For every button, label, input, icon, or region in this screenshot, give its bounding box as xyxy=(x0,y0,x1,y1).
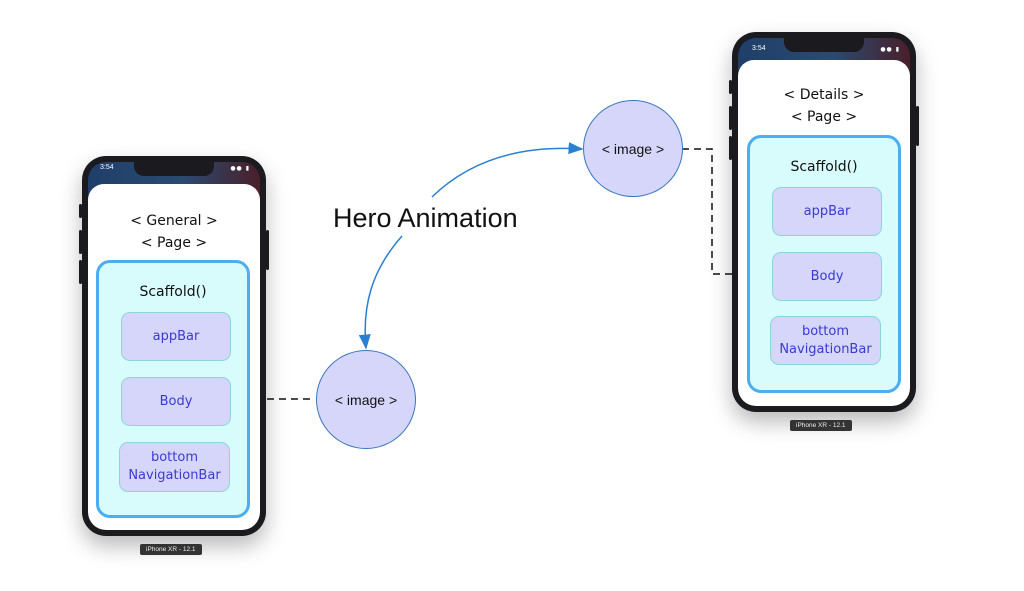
right-phone-power-button xyxy=(916,106,919,146)
left-scaffold: Scaffold() appBar Body bottom Navigation… xyxy=(96,260,250,518)
left-status-time: 3:54 xyxy=(100,164,114,171)
left-bottom-navigation-box: bottom NavigationBar xyxy=(119,442,230,492)
hero-animation-label: Hero Animation xyxy=(333,203,518,233)
left-page-title-line2: < Page > xyxy=(140,235,208,251)
left-notch xyxy=(134,162,214,176)
left-phone-frame: 3:54 ●● ▮ < General > < Page > Scaffold(… xyxy=(79,156,269,536)
right-device-label: iPhone XR - 12.1 xyxy=(790,420,852,431)
right-bottom-navigation-box: bottom NavigationBar xyxy=(770,316,881,365)
right-appbar-box: appBar xyxy=(772,187,882,236)
right-phone-volume-down xyxy=(729,136,732,160)
left-phone-volume-down xyxy=(79,260,82,284)
right-body-box: Body xyxy=(772,252,882,301)
right-page-title-line2: < Page > xyxy=(790,109,858,125)
left-phone-power-button xyxy=(266,230,269,270)
right-page-title-line1: < Details > xyxy=(783,87,865,103)
left-scaffold-title: Scaffold() xyxy=(139,284,207,300)
left-page-title-line1: < General > xyxy=(130,213,218,229)
left-phone-volume-up xyxy=(79,230,82,254)
right-phone-side-button xyxy=(729,80,732,94)
right-phone-volume-up xyxy=(729,106,732,130)
right-status-icons: ●● ▮ xyxy=(880,46,900,53)
left-device-label: iPhone XR - 12.1 xyxy=(140,544,202,555)
image-circle-top: < image > xyxy=(583,100,683,197)
hero-arrow-down xyxy=(358,235,403,350)
left-body-box: Body xyxy=(121,377,231,426)
right-phone-frame: 3:54 ●● ▮ < Details > < Page > Scaffold(… xyxy=(729,32,919,412)
right-scaffold-title: Scaffold() xyxy=(790,159,858,175)
hero-arrow-up xyxy=(431,142,584,198)
left-phone-side-button xyxy=(79,204,82,218)
image-circle-bottom: < image > xyxy=(316,350,416,449)
left-page: < General > < Page > Scaffold() appBar B… xyxy=(88,184,260,530)
right-notch xyxy=(784,38,864,52)
left-status-icons: ●● ▮ xyxy=(230,165,250,172)
right-phone-screen: 3:54 ●● ▮ < Details > < Page > Scaffold(… xyxy=(738,38,910,406)
right-scaffold: Scaffold() appBar Body bottom Navigation… xyxy=(747,135,901,393)
right-status-time: 3:54 xyxy=(752,45,766,52)
left-phone-screen: 3:54 ●● ▮ < General > < Page > Scaffold(… xyxy=(88,162,260,530)
right-page: < Details > < Page > Scaffold() appBar B… xyxy=(738,60,910,406)
left-appbar-box: appBar xyxy=(121,312,231,361)
